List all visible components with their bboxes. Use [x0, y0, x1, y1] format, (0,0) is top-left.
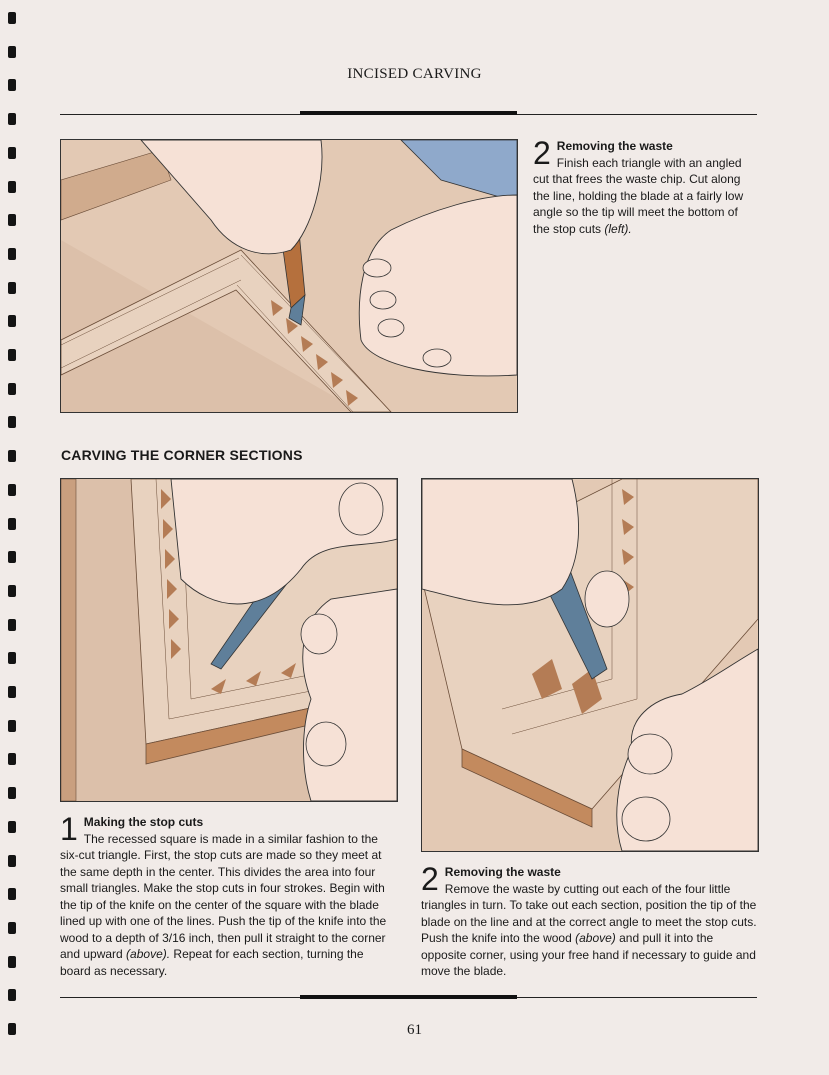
step-number: 2 — [421, 861, 439, 897]
spiral-binding — [6, 12, 20, 1062]
caption-body-tail: Repeat for each section, turning the boa… — [60, 947, 364, 978]
top-caption: 2 Removing the waste Finish each triangl… — [533, 135, 757, 237]
caption-reference: (above). — [126, 947, 171, 961]
binding-hole — [8, 686, 16, 698]
caption-body-tail: and pull it into the opposite corner, us… — [421, 931, 756, 978]
binding-hole — [8, 820, 16, 833]
binding-hole — [8, 618, 16, 631]
bottom-right-illustration — [421, 478, 759, 852]
binding-hole — [8, 180, 16, 193]
step-number: 1 — [60, 811, 78, 847]
binding-hole — [8, 12, 16, 24]
binding-hole — [8, 652, 16, 665]
binding-hole — [8, 146, 16, 159]
binding-hole — [8, 719, 16, 732]
caption-2: 2 Removing the waste Remove the waste by… — [421, 861, 757, 980]
step-number: 2 — [533, 135, 551, 171]
binding-hole — [8, 483, 16, 496]
caption-1: 1 Making the stop cuts The recessed squa… — [60, 811, 396, 979]
caption-body: Finish each triangle with an angled cut … — [533, 155, 744, 236]
footer-rule-accent — [300, 995, 517, 999]
caption-body: The recessed square is made in a similar… — [60, 831, 387, 962]
caption-reference: (above) — [575, 931, 616, 945]
caption-reference: (left). — [604, 221, 632, 236]
page-number: 61 — [407, 1022, 422, 1038]
section-heading: CARVING THE CORNER SECTIONS — [61, 447, 303, 463]
binding-hole — [8, 450, 16, 463]
binding-hole — [8, 416, 16, 429]
binding-hole — [8, 989, 16, 1002]
binding-hole — [8, 247, 16, 260]
bottom-left-illustration — [60, 478, 398, 802]
binding-hole — [8, 45, 16, 58]
caption-title: Removing the waste — [444, 865, 561, 879]
caption-title: Removing the waste — [556, 139, 673, 153]
binding-hole — [8, 79, 16, 92]
binding-hole — [8, 955, 16, 968]
binding-hole — [8, 854, 16, 867]
binding-hole — [8, 281, 16, 294]
binding-hole — [8, 753, 16, 766]
binding-hole — [8, 1023, 16, 1035]
binding-hole — [8, 113, 16, 126]
caption-title: Making the stop cuts — [83, 815, 204, 829]
binding-hole — [8, 584, 16, 597]
binding-hole — [8, 888, 16, 901]
binding-hole — [8, 551, 16, 564]
binding-hole — [8, 382, 16, 395]
binding-hole — [8, 787, 16, 800]
binding-hole — [8, 315, 16, 328]
header-rule-accent — [300, 111, 517, 115]
binding-hole — [8, 349, 16, 361]
binding-hole — [8, 517, 16, 530]
caption-body: Remove the waste by cutting out each of … — [421, 881, 757, 946]
top-illustration — [60, 139, 518, 413]
binding-hole — [8, 921, 16, 934]
binding-hole — [8, 214, 16, 227]
running-head: INCISED CARVING — [347, 66, 482, 82]
